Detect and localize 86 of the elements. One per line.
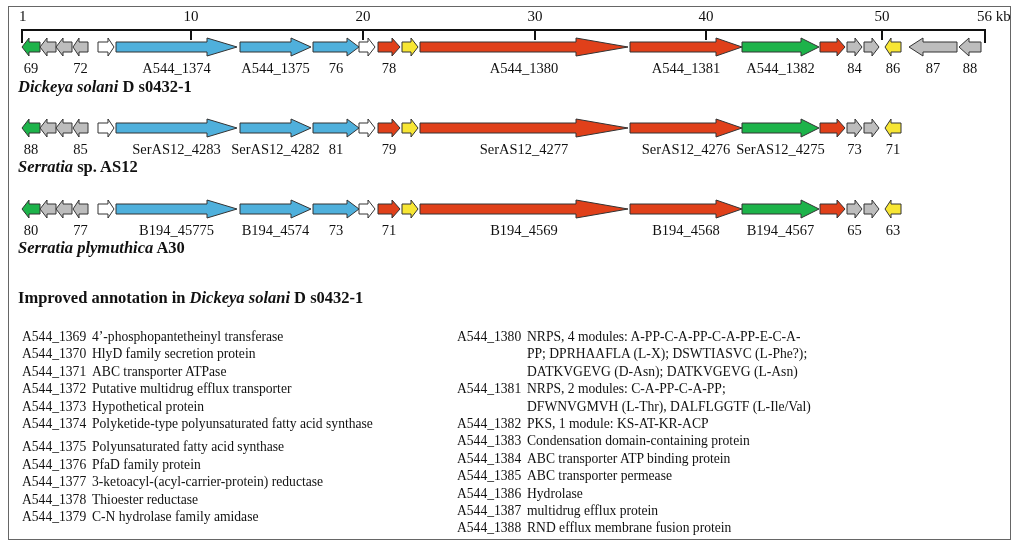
gene-description: Hypothetical protein: [92, 397, 206, 416]
gene-id: A544_1370: [22, 345, 88, 363]
gene-label: 69: [23, 60, 39, 77]
gene-label: SerAS12_4277: [479, 141, 569, 158]
gene-description: Condensation domain-containing protein: [527, 432, 751, 450]
species-name: Dickeya solani D s0432-1: [18, 77, 192, 97]
gene-description: Thioester reductase: [92, 490, 200, 509]
gene-id: A544_1384: [457, 449, 523, 468]
gene-description: 3-ketoacyl-(acyl-carrier-protein) reductase: [92, 473, 325, 491]
gene-label: SerAS12_4275: [736, 141, 825, 158]
gene-label: 65: [847, 222, 862, 239]
gene-id: A544_1372: [22, 380, 88, 398]
gene-label: B194_4568: [652, 222, 720, 239]
gene-label: 78: [381, 60, 397, 77]
gene-label: B194_4569: [490, 222, 558, 239]
gene-label: 88: [962, 60, 978, 77]
gene-description: ABC transporter permease: [527, 467, 673, 485]
scale-label: 20: [355, 8, 371, 25]
scale-label: 50: [874, 8, 890, 25]
gene-label: 71: [885, 141, 901, 158]
gene-id: A544_1388: [457, 519, 523, 537]
gene-description: 4’-phosphopantetheinyl transferase: [92, 328, 285, 346]
gene-id: A544_1373: [22, 397, 88, 416]
gene-label: 85: [73, 141, 88, 158]
gene-label: B194_45775: [139, 222, 214, 239]
gene-id: A544_1385: [457, 467, 523, 485]
scale-label: 1: [19, 8, 27, 25]
gene-id: A544_1371: [22, 362, 88, 381]
gene-label: 79: [381, 141, 397, 158]
gene-label: A544_1380: [489, 60, 559, 77]
gene-label: SerAS12_4282: [231, 141, 320, 158]
gene-label: A544_1375: [241, 60, 310, 77]
gene-id: A544_1383: [457, 432, 523, 450]
gene-label: 86: [885, 60, 901, 77]
gene-id: A544_1387: [457, 502, 523, 520]
gene-id: A544_1386: [457, 484, 523, 503]
gene-label: A544_1382: [746, 60, 815, 77]
gene-description: NRPS, 4 modules: A-PP-C-A-PP-C-A-PP-E-C-A-PP; DPRHAAFLA (L-X); DSWTIASVC (L-Phe?); DATKVGEVG (D-Asn); DATKVGEVG (L-Asn): [527, 328, 809, 381]
scale-label: 10: [183, 8, 199, 25]
gene-id: A544_1378: [22, 490, 88, 509]
gene-description: PfaD family protein: [92, 455, 202, 474]
gene-description: HlyD family secretion protein: [92, 345, 257, 363]
gene-label: 81: [328, 141, 344, 158]
gene-label: 71: [381, 222, 397, 239]
gene-label: 72: [73, 60, 88, 77]
gene-label: 88: [23, 141, 39, 158]
gene-label: SerAS12_4276: [641, 141, 731, 158]
gene-id: A544_1369: [22, 328, 88, 346]
gene-description: Polyketide-type polyunsaturated fatty acid synthase: [92, 415, 374, 433]
gene-description: NRPS, 2 modules: C-A-PP-C-A-PP; DFWNVGMVH (L-Thr), DALFLGGTF (L-Ile/Val): [527, 380, 812, 416]
gene-label: 73: [328, 222, 344, 239]
gene-description: Polyunsaturated fatty acid synthase: [92, 438, 286, 456]
gene-label: A544_1374: [142, 60, 211, 77]
gene-id: A544_1376: [22, 455, 88, 474]
gene-label: 73: [847, 141, 862, 158]
gene-label: 63: [885, 222, 901, 239]
gene-id: A544_1375: [22, 438, 88, 456]
gene-id: A544_1382: [457, 415, 523, 433]
scale-label: 40: [698, 8, 714, 25]
gene-label: A544_1381: [651, 60, 721, 77]
gene-description: C-N hydrolase family amidase: [92, 508, 260, 526]
scale-label: 56 kb: [977, 8, 1011, 25]
gene-label: 76: [328, 60, 344, 77]
gene-label: B194_4567: [746, 222, 815, 239]
gene-description: RND efflux membrane fusion protein: [527, 519, 733, 537]
gene-label: 87: [925, 60, 941, 77]
gene-description: ABC transporter ATP binding protein: [527, 449, 732, 468]
gene-description: Putative multidrug efflux transporter: [92, 380, 293, 398]
species-name: Serratia plymuthica A30: [18, 238, 185, 258]
gene-label: SerAS12_4283: [132, 141, 221, 158]
gene-description: multidrug efflux protein: [527, 502, 660, 520]
species-name: Serratia sp. AS12: [18, 157, 138, 177]
gene-id: A544_1381: [457, 380, 523, 399]
gene-id: A544_1380: [457, 328, 523, 346]
gene-description: ABC transporter ATPase: [92, 362, 228, 381]
gene-label: 80: [23, 222, 39, 239]
section-heading: Improved annotation in Dickeya solani D s0432-1: [18, 288, 364, 308]
gene-description: Hydrolase: [527, 484, 584, 503]
gene-id: A544_1374: [22, 415, 88, 433]
gene-id: A544_1379: [22, 508, 88, 526]
scale-label: 30: [527, 8, 543, 25]
gene-id: A544_1377: [22, 473, 88, 491]
gene-description: PKS, 1 module: KS-AT-KR-ACP: [527, 415, 710, 433]
gene-label: 84: [847, 60, 862, 77]
gene-label: B194_4574: [241, 222, 310, 239]
gene-label: 77: [73, 222, 88, 239]
